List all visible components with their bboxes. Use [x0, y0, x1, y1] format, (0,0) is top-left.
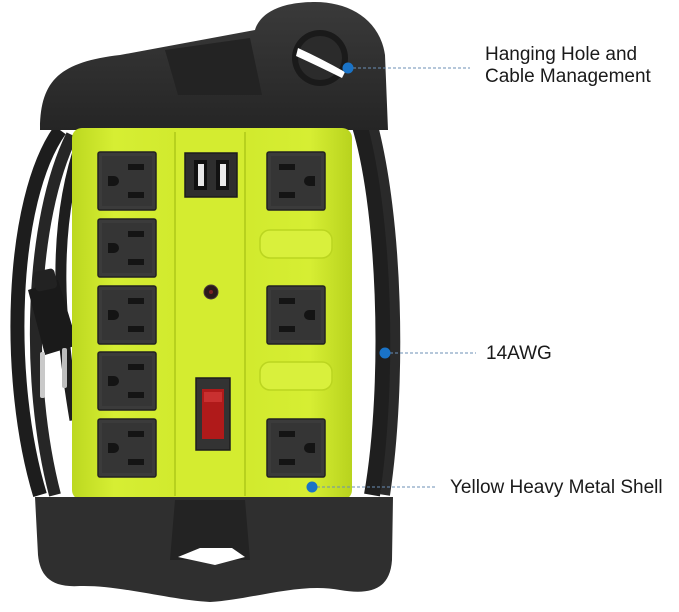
callout-gauge: 14AWG	[486, 343, 552, 365]
callout-line-1: 14AWG	[486, 343, 552, 364]
outlets-right-column	[266, 151, 326, 478]
callout-markers	[306, 62, 476, 493]
callout-line-1: Hanging Hole and	[485, 44, 638, 65]
top-bracket	[40, 2, 388, 130]
callout-line-2: Cable Management	[485, 66, 651, 87]
usb-ports	[184, 152, 238, 198]
power-switch	[195, 377, 231, 451]
callout-dot-gauge	[379, 347, 391, 359]
power-cord-left	[10, 125, 88, 498]
callout-line-1: Yellow Heavy Metal Shell	[450, 477, 663, 498]
callout-shell: Yellow Heavy Metal Shell	[450, 477, 663, 499]
callout-dot-shell	[306, 481, 318, 493]
callout-dot-hanging-hole	[342, 62, 354, 74]
callout-hanging-hole: Hanging Hole and Cable Management	[485, 44, 651, 88]
outlets-left-column	[97, 151, 157, 478]
indicator-light	[203, 284, 219, 300]
power-cord-right	[350, 117, 401, 497]
bottom-bracket	[35, 497, 393, 602]
